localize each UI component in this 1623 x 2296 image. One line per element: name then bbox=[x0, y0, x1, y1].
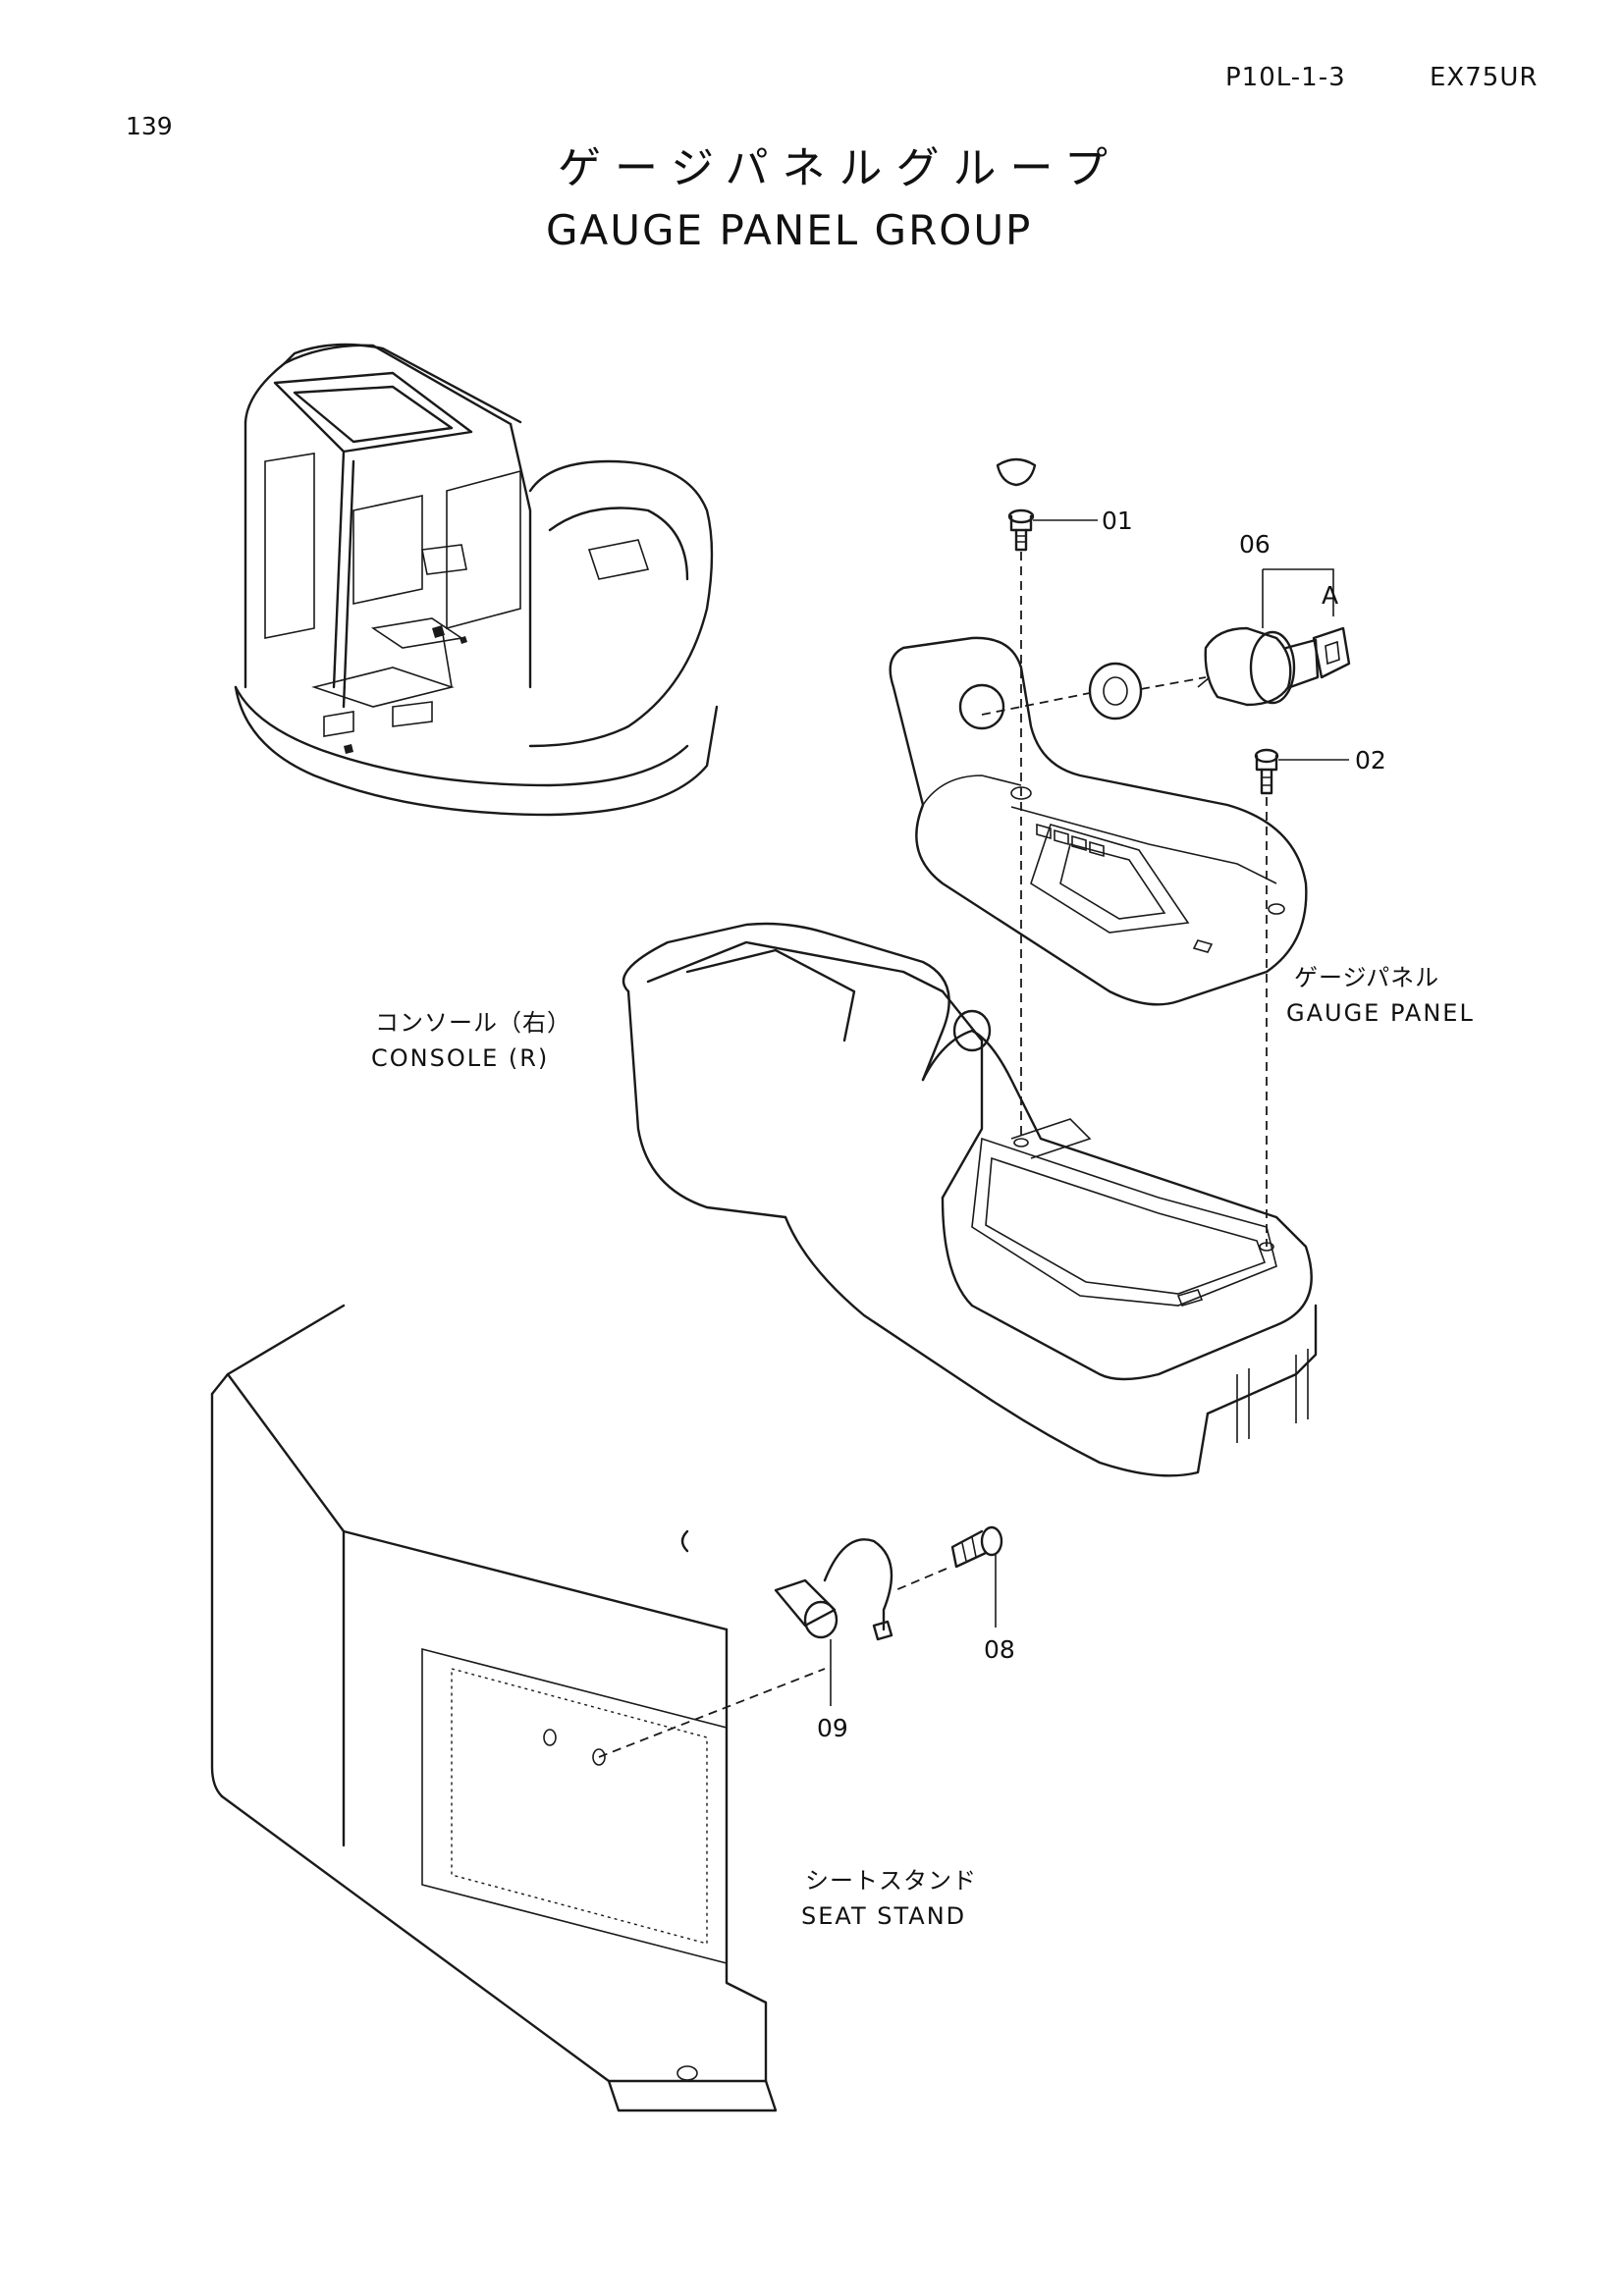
console-right-part bbox=[622, 922, 1318, 1477]
seat-stand-label-japanese: シートスタンド bbox=[805, 1867, 977, 1895]
bolt-08 bbox=[894, 1525, 1003, 1628]
title-japanese: ゲージパネルグループ bbox=[558, 143, 1121, 193]
page-number: 139 bbox=[126, 112, 173, 140]
model-code: EX75UR bbox=[1430, 63, 1539, 92]
callout-09: 09 bbox=[817, 1714, 848, 1742]
console-label-japanese: コンソール（右） bbox=[375, 1009, 571, 1037]
title-english: GAUGE PANEL GROUP bbox=[546, 206, 1033, 254]
bolt-02 bbox=[1254, 748, 1349, 1247]
key-switch-06 bbox=[981, 568, 1351, 721]
callout-08: 08 bbox=[984, 1635, 1015, 1664]
callout-01: 01 bbox=[1102, 507, 1133, 535]
gauge-panel-label-japanese: ゲージパネル bbox=[1294, 964, 1440, 991]
callout-02: 02 bbox=[1355, 746, 1386, 774]
seat-stand-part bbox=[210, 1304, 826, 2112]
console-label-english: CONSOLE (R) bbox=[371, 1044, 550, 1072]
callout-06: 06 bbox=[1239, 530, 1271, 559]
bolt-01 bbox=[1007, 508, 1098, 1139]
seat-stand-label-english: SEAT STAND bbox=[801, 1902, 967, 1930]
switch-09 bbox=[774, 1538, 893, 1706]
callout-A: A bbox=[1322, 581, 1339, 610]
gauge-panel-label-english: GAUGE PANEL bbox=[1286, 999, 1475, 1027]
cap-part bbox=[996, 457, 1037, 487]
document-code: P10L-1-3 bbox=[1225, 63, 1346, 92]
excavator-overview-illustration bbox=[234, 343, 719, 817]
gauge-panel-part bbox=[889, 636, 1308, 1006]
